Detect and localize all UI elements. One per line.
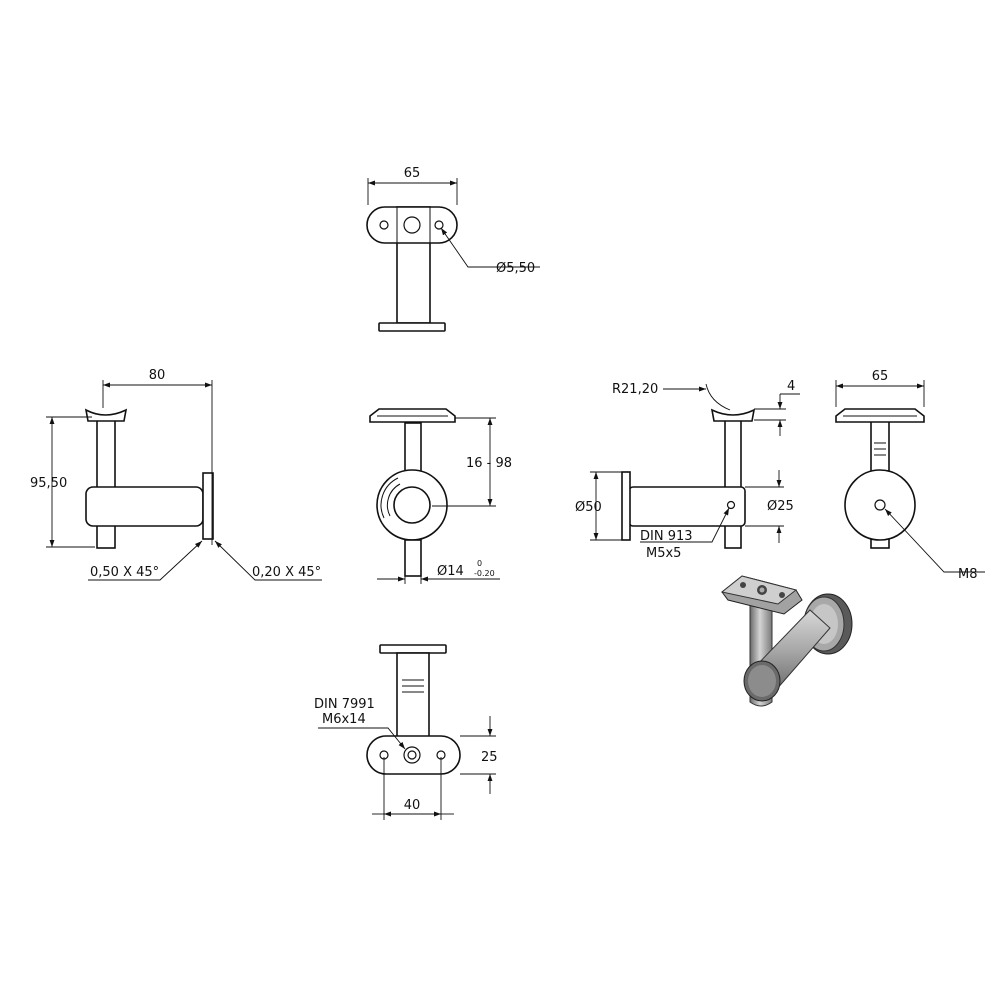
dim-end-width: 65 bbox=[872, 369, 889, 384]
label-screw-size: M6x14 bbox=[322, 712, 366, 727]
tolerance-lower: -0.20 bbox=[474, 569, 495, 578]
dim-chamfer-right: 0,20 X 45° bbox=[252, 565, 321, 580]
dim-top-width: 65 bbox=[404, 166, 421, 181]
label-thread: M8 bbox=[958, 567, 978, 582]
dim-chamfer-left: 0,50 X 45° bbox=[90, 565, 159, 580]
side-view: 80 95,50 0,50 X 45° 0,20 X 45° bbox=[30, 368, 322, 581]
dim-saddle-thickness: 4 bbox=[787, 379, 795, 394]
top-view: 65 Ø5,50 bbox=[366, 166, 540, 332]
dim-flange-diameter: Ø50 bbox=[575, 500, 602, 515]
dim-side-height: 95,50 bbox=[30, 476, 67, 491]
dim-pin-diameter: Ø14 bbox=[437, 564, 464, 579]
dim-height-range: 16 - 98 bbox=[466, 456, 512, 471]
label-grub-screw-size: M5x5 bbox=[646, 546, 681, 561]
dim-side-length: 80 bbox=[149, 368, 166, 383]
dim-saddle-radius: R21,20 bbox=[612, 382, 658, 397]
end-view: 65 M8 bbox=[835, 369, 985, 582]
right-side-view: R21,20 4 Ø50 Ø25 DIN 913 M5x5 bbox=[575, 379, 800, 561]
tolerance-upper: 0 bbox=[477, 559, 482, 568]
isometric-render bbox=[720, 575, 853, 707]
dim-plate-depth: 25 bbox=[481, 750, 498, 765]
dim-plate-width: 40 bbox=[404, 798, 421, 813]
label-screw-std: DIN 7991 bbox=[314, 697, 375, 712]
dim-tube-diameter: Ø25 bbox=[767, 499, 794, 514]
front-view: 16 - 98 Ø14 0 -0.20 bbox=[369, 408, 512, 584]
label-grub-screw-std: DIN 913 bbox=[640, 529, 693, 544]
dim-top-hole: Ø5,50 bbox=[496, 261, 535, 276]
bottom-view: DIN 7991 M6x14 25 40 bbox=[314, 644, 498, 820]
